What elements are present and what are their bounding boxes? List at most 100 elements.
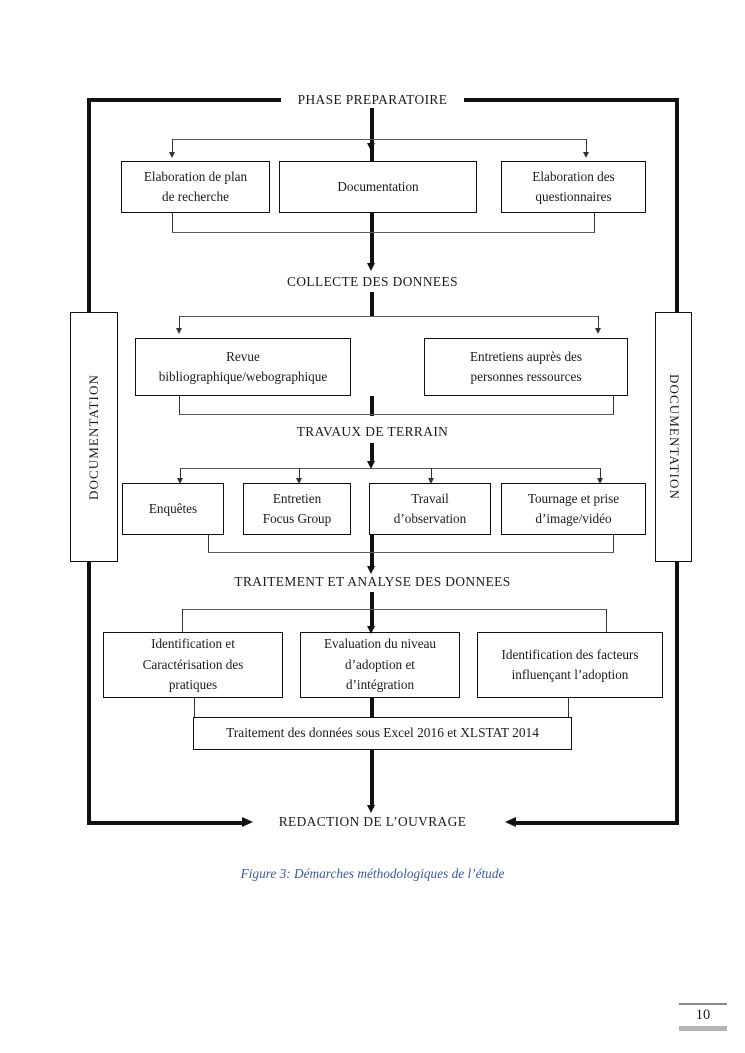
- node-line: questionnaires: [535, 189, 612, 204]
- side-panel-documentation-left: DOCUMENTATION: [70, 312, 118, 562]
- fan-bar-stage1: [172, 139, 587, 141]
- node-line: personnes ressources: [470, 369, 582, 384]
- node-line: Tournage et prise: [527, 490, 620, 506]
- trunk-stage2-to-fan: [370, 292, 374, 317]
- node-line: Revue: [226, 348, 260, 364]
- trunk-stage3-arrowhead: [367, 461, 375, 469]
- trunk-stage4-center-arrowhead: [367, 626, 375, 634]
- trunk-title-arrowhead: [367, 143, 375, 151]
- node-line: Traitement des données sous Excel 2016 e…: [226, 725, 539, 741]
- figure-caption: Figure 3: Démarches méthodologiques de l…: [240, 866, 505, 881]
- merge-leg-stage4-c: [568, 698, 570, 731]
- node-tournage-prise-image: Tournage et prise d’image/vidéo: [501, 483, 646, 535]
- node-line: pratiques: [168, 677, 218, 693]
- fan-leg-stage3-b-arrowhead: [296, 478, 302, 484]
- node-documentation: Documentation: [279, 161, 477, 213]
- fan-leg-stage1-a: [172, 139, 174, 154]
- diagram-footer-label: REDACTION DE L’OUVRAGE: [262, 814, 483, 830]
- fan-leg-stage3-a: [180, 468, 182, 480]
- frame-bottom-left-run: [87, 821, 242, 825]
- page-number: 10: [695, 1006, 711, 1023]
- trunk-stage4-center-leg: [370, 609, 374, 629]
- merge-bar-stage1: [172, 232, 595, 234]
- node-line: Travail: [411, 490, 449, 506]
- side-panel-left-label: DOCUMENTATION: [86, 374, 102, 500]
- fan-leg-stage2-b: [598, 316, 600, 330]
- fan-bar-stage2: [179, 316, 599, 318]
- frame-bottom-left-arrowhead: [242, 817, 253, 827]
- node-revue-bibliographique: Revue bibliographique/webographique: [135, 338, 351, 396]
- node-evaluation-niveau-adoption: Evaluation du niveau d’adoption et d’int…: [300, 632, 460, 698]
- node-entretiens-personnes-ressources: Entretiens auprès des personnes ressourc…: [424, 338, 628, 396]
- trunk-stage3-to-stage4-arrowhead: [367, 566, 375, 574]
- node-identification-facteurs: Identification des facteurs influençant …: [477, 632, 663, 698]
- node-entretien-focus-group: Entretien Focus Group: [243, 483, 351, 535]
- trunk-stage1-to-stage2-arrowhead: [367, 263, 375, 271]
- fan-leg-stage2-a: [179, 316, 181, 330]
- trunk-title-to-fan1: [370, 104, 374, 144]
- frame-top-left-segment: [87, 98, 281, 102]
- node-line: Identification et: [151, 636, 235, 652]
- trunk-stage1-to-stage2: [370, 213, 374, 265]
- node-line: Evaluation du niveau: [323, 636, 437, 652]
- trunk-stage2-to-stage3: [370, 396, 374, 416]
- fan-leg-stage1-c: [586, 139, 588, 154]
- trunk-tools-to-footer: [370, 750, 374, 808]
- node-elaboration-questionnaires: Elaboration des questionnaires: [501, 161, 646, 213]
- stage-label-traitement-analyse: TRAITEMENT ET ANALYSE DES DONNEES: [205, 574, 540, 590]
- node-line: bibliographique/webographique: [158, 369, 328, 384]
- fan-leg-stage1-c-arrowhead: [583, 152, 589, 158]
- fan-leg-stage2-b-arrowhead: [595, 328, 601, 334]
- fan-leg-stage1-a-arrowhead: [169, 152, 175, 158]
- trunk-stage4-to-fan: [370, 592, 374, 610]
- trunk-stage4-to-tools: [370, 698, 374, 719]
- frame-top-right-segment: [464, 98, 679, 102]
- fan-bar-stage3: [180, 468, 601, 470]
- node-elaboration-plan-recherche: Elaboration de plan de recherche: [121, 161, 270, 213]
- node-travail-observation: Travail d’observation: [369, 483, 491, 535]
- node-line: Caractérisation des: [142, 656, 244, 672]
- fan-leg-stage3-d: [600, 468, 602, 480]
- fan-leg-stage2-a-arrowhead: [176, 328, 182, 334]
- merge-leg-stage3-d: [613, 535, 615, 553]
- node-line: Identification des facteurs: [501, 646, 639, 662]
- node-enquetes: Enquêtes: [122, 483, 224, 535]
- fan-leg-stage4-a: [182, 609, 184, 633]
- node-line: d’observation: [393, 511, 467, 526]
- stage-label-collecte-des-donnees: COLLECTE DES DONNEES: [250, 274, 495, 290]
- side-panel-right-label: DOCUMENTATION: [666, 374, 682, 500]
- fan-leg-stage3-c-arrowhead: [428, 478, 434, 484]
- node-traitement-excel-xlstat: Traitement des données sous Excel 2016 e…: [193, 717, 572, 750]
- page-number-rule-bottom: [679, 1026, 727, 1031]
- frame-bottom-right-run: [516, 821, 679, 825]
- merge-leg-stage4-a: [194, 698, 196, 731]
- node-line: Elaboration des: [532, 168, 615, 184]
- fan-leg-stage3-a-arrowhead: [177, 478, 183, 484]
- node-line: Documentation: [337, 178, 419, 194]
- trunk-tools-to-footer-arrowhead: [367, 805, 375, 813]
- node-line: Enquêtes: [148, 500, 198, 516]
- page-number-rule-top: [679, 1003, 727, 1005]
- merge-leg-stage3-a: [208, 535, 210, 553]
- fan-leg-stage4-c: [606, 609, 608, 633]
- merge-leg-stage2-a: [179, 396, 181, 415]
- merge-leg-stage2-b: [613, 396, 615, 415]
- side-panel-documentation-right: DOCUMENTATION: [655, 312, 692, 562]
- node-line: Entretien: [272, 490, 322, 506]
- merge-bar-stage2: [179, 414, 614, 416]
- merge-bar-stage3: [208, 552, 614, 554]
- diagram-title: PHASE PREPARATOIRE: [282, 92, 463, 108]
- node-line: d’image/vidéo: [535, 511, 612, 526]
- node-line: Entretiens auprès des: [469, 348, 583, 364]
- fan-leg-stage3-c: [431, 468, 433, 480]
- merge-leg-stage1-a: [172, 213, 174, 233]
- fan-leg-stage3-b: [299, 468, 301, 480]
- node-line: influençant l’adoption: [511, 667, 629, 682]
- node-line: de recherche: [162, 189, 229, 204]
- trunk-stage3-to-fan: [370, 443, 374, 463]
- stage-label-travaux-de-terrain: TRAVAUX DE TERRAIN: [268, 424, 477, 440]
- node-line: Elaboration de plan: [143, 168, 248, 184]
- page-number-block: 10: [679, 1003, 727, 1031]
- trunk-stage1-center-leg: [370, 144, 374, 161]
